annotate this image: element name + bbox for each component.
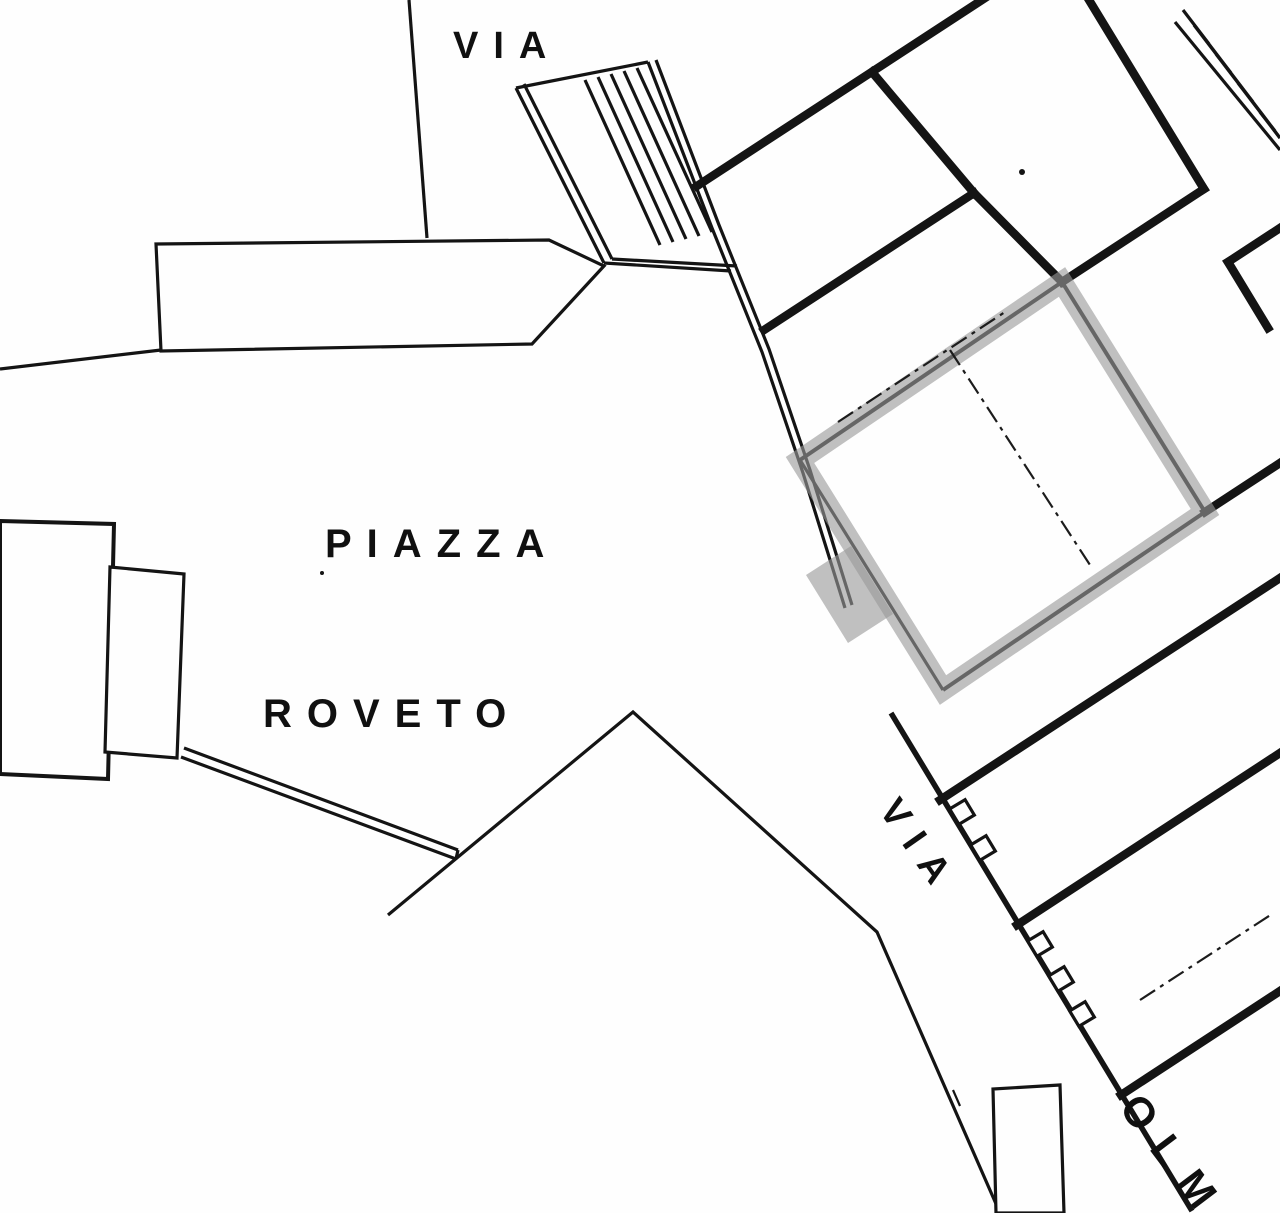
- hatched-edge: [1173, 9, 1280, 152]
- stairs: [583, 67, 714, 246]
- street-label-top: VIA: [453, 25, 561, 67]
- piazza-boundary: [386, 709, 1002, 1213]
- highlight-overlay: [785, 267, 1220, 705]
- street-front-pilasters: [947, 797, 1097, 1029]
- section-lines: [837, 309, 1273, 1001]
- top-left-buildings: [0, 0, 607, 371]
- street-top: [514, 60, 738, 273]
- left-buildings: [0, 518, 460, 861]
- piazza-label-line2: ROVETO: [263, 692, 521, 736]
- piazza-label-line1: PIAZZA: [325, 522, 559, 566]
- scan-marks: [320, 169, 1025, 1107]
- bottom-building: [991, 1083, 1066, 1213]
